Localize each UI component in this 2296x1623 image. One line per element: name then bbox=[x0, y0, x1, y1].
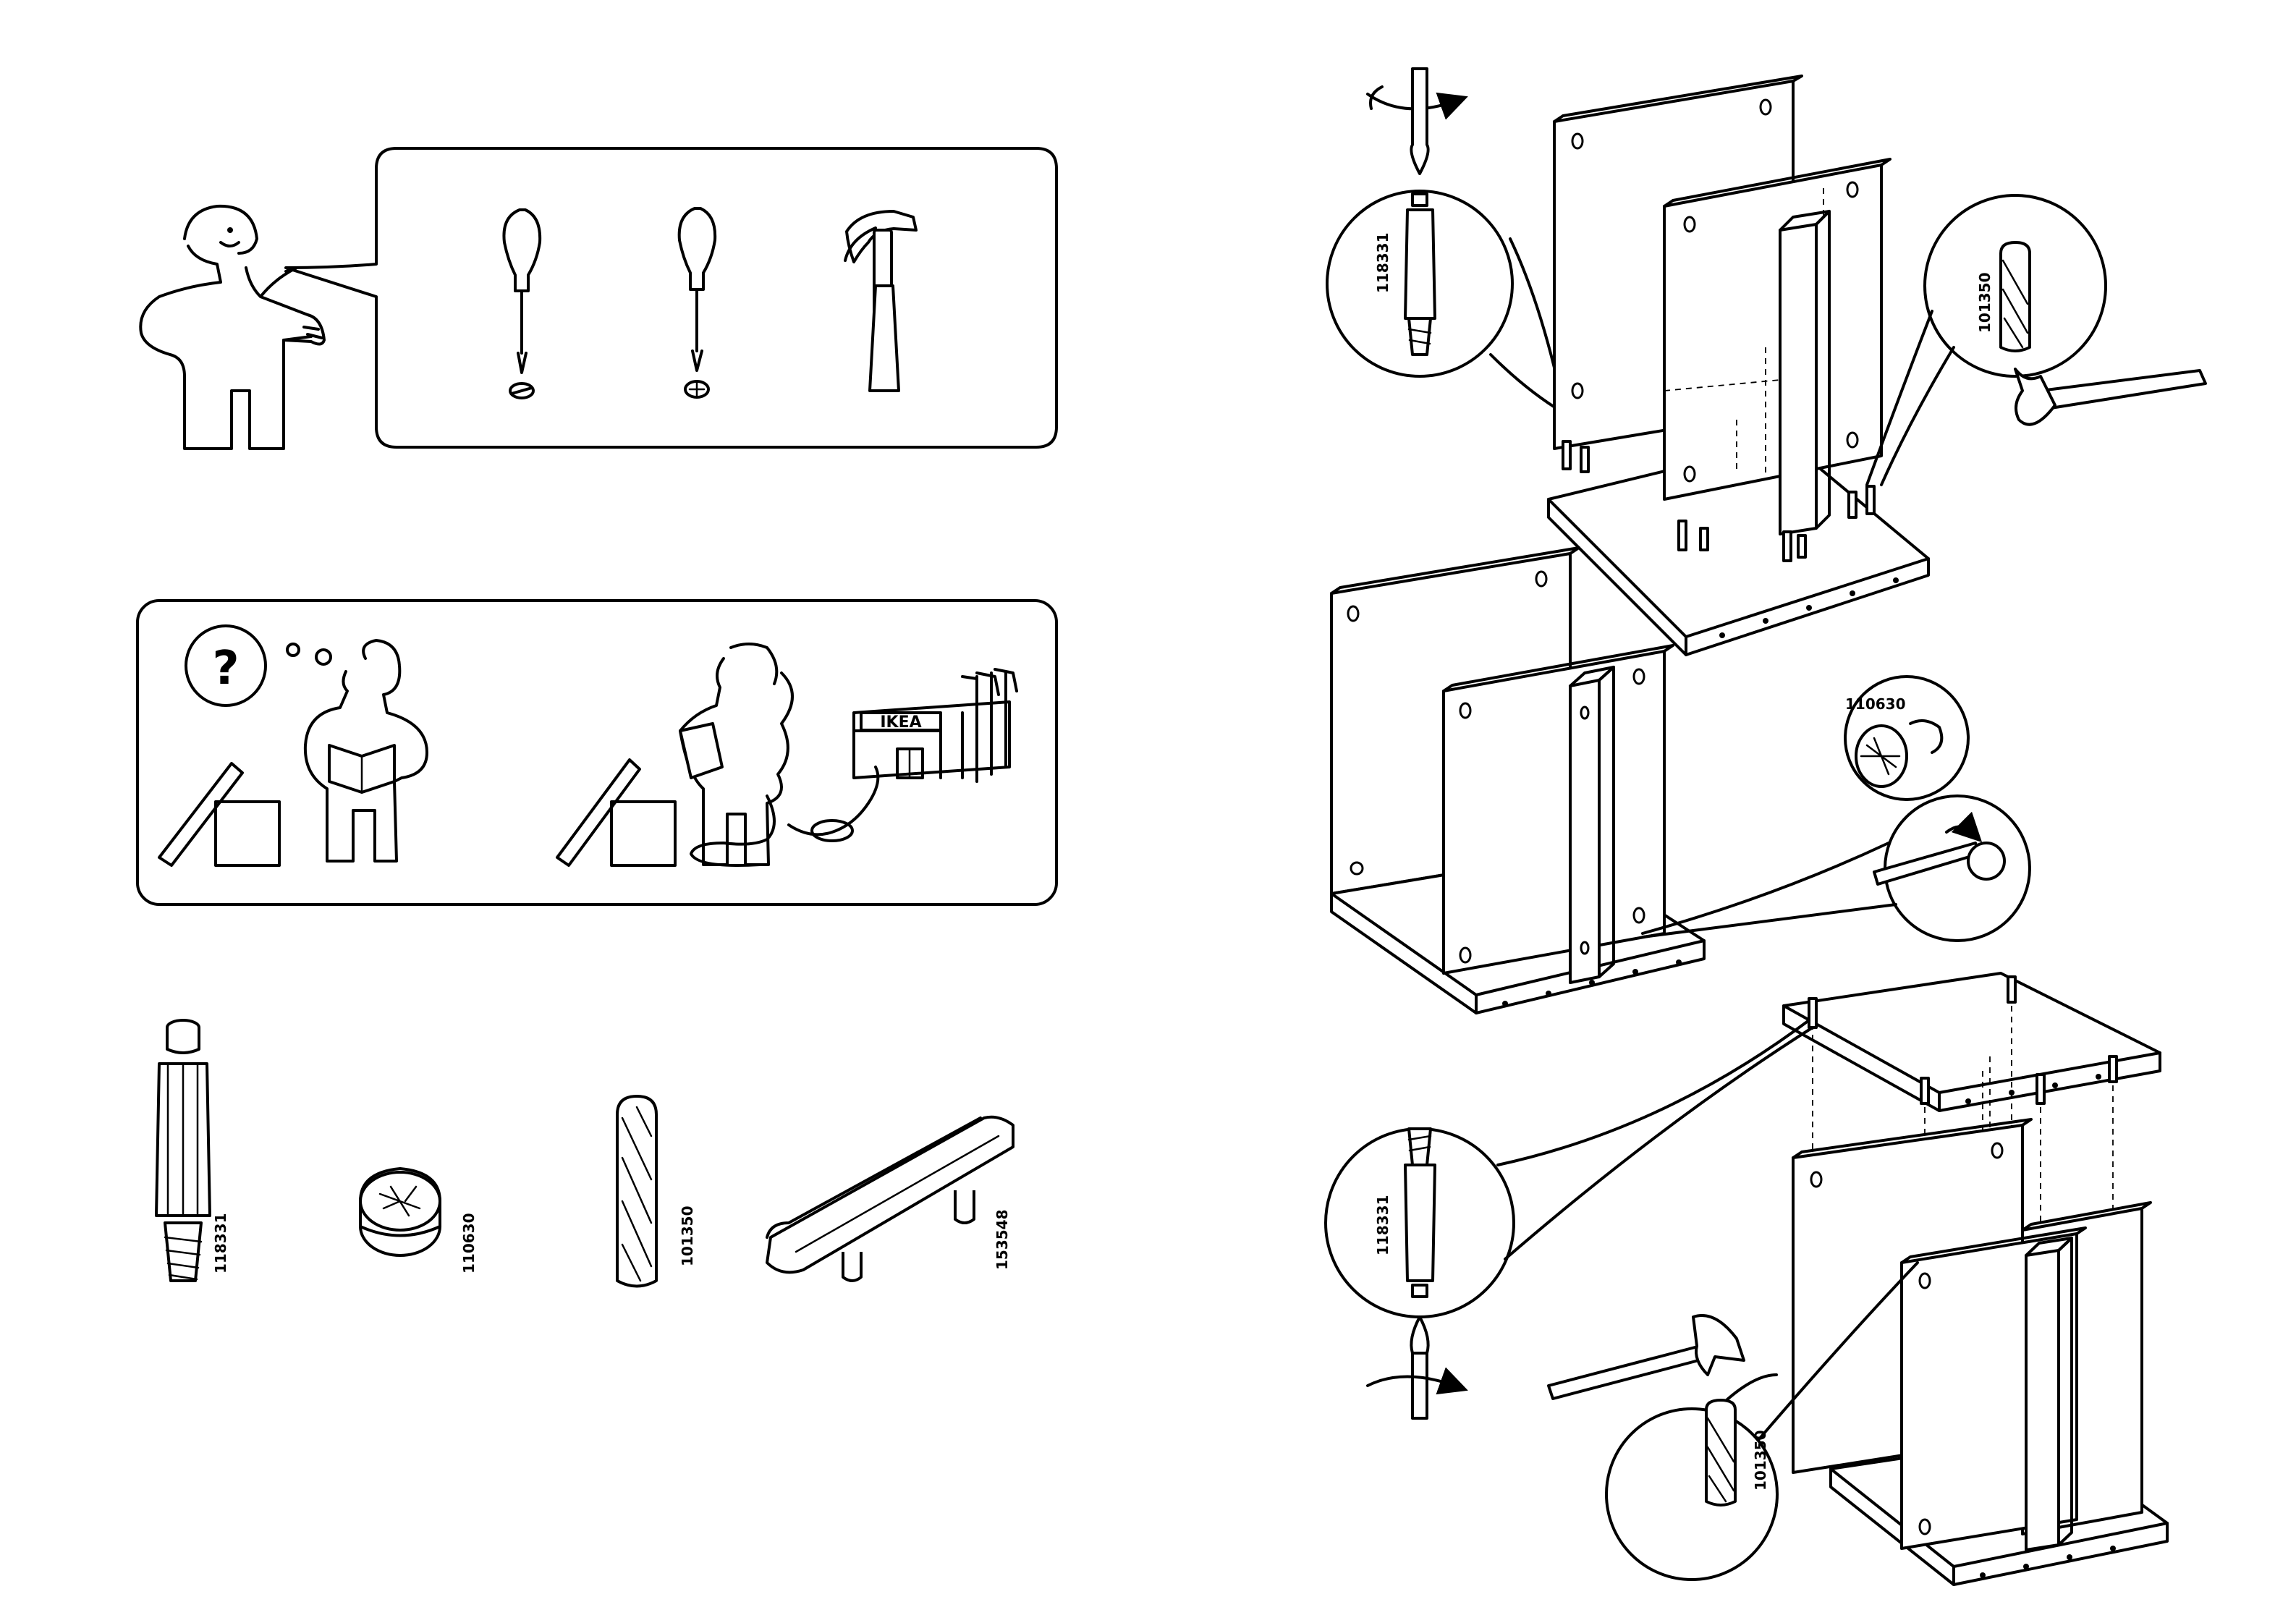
phillips-screwdriver-icon bbox=[679, 208, 716, 397]
cam-bolt-part-number: 118331 bbox=[212, 1213, 229, 1274]
tools-speech-bubble bbox=[286, 148, 1056, 447]
callout-dowel-number-top: 101350 bbox=[1976, 273, 1994, 334]
callout-cam-lock-number: 110630 bbox=[1845, 695, 1906, 713]
dowel-part: 101350 bbox=[617, 1096, 696, 1287]
cam-lock-part-number: 110630 bbox=[460, 1213, 478, 1274]
dowel-part-number: 101350 bbox=[679, 1206, 696, 1267]
step-3-illustration: 118331 101350 bbox=[1326, 973, 2167, 1585]
leg-shelf-part-number: 153548 bbox=[994, 1210, 1011, 1271]
hammer-icon bbox=[845, 211, 916, 391]
cam-lock-part: 110630 bbox=[360, 1169, 478, 1274]
cam-bolt-part: 118331 bbox=[156, 1020, 229, 1281]
store-sign: IKEA bbox=[880, 713, 921, 732]
help-panel: ? IKEA bbox=[137, 601, 1056, 904]
flat-screwdriver-icon bbox=[504, 210, 540, 398]
callout-cam-bolt-number-bottom: 118331 bbox=[1374, 1195, 1391, 1256]
ikea-store-building: IKEA bbox=[854, 669, 1017, 781]
callout-dowel-number-bottom: 101350 bbox=[1752, 1431, 1769, 1491]
tools-panel bbox=[140, 148, 1056, 449]
callout-cam-bolt-number-top: 118331 bbox=[1374, 233, 1391, 294]
person-pointing-figure bbox=[140, 206, 324, 449]
help-symbol: ? bbox=[212, 642, 239, 695]
parts-list: 118331 110630 101350 153548 bbox=[156, 1020, 1013, 1287]
leg-shelf-part: 153548 bbox=[767, 1117, 1013, 1281]
